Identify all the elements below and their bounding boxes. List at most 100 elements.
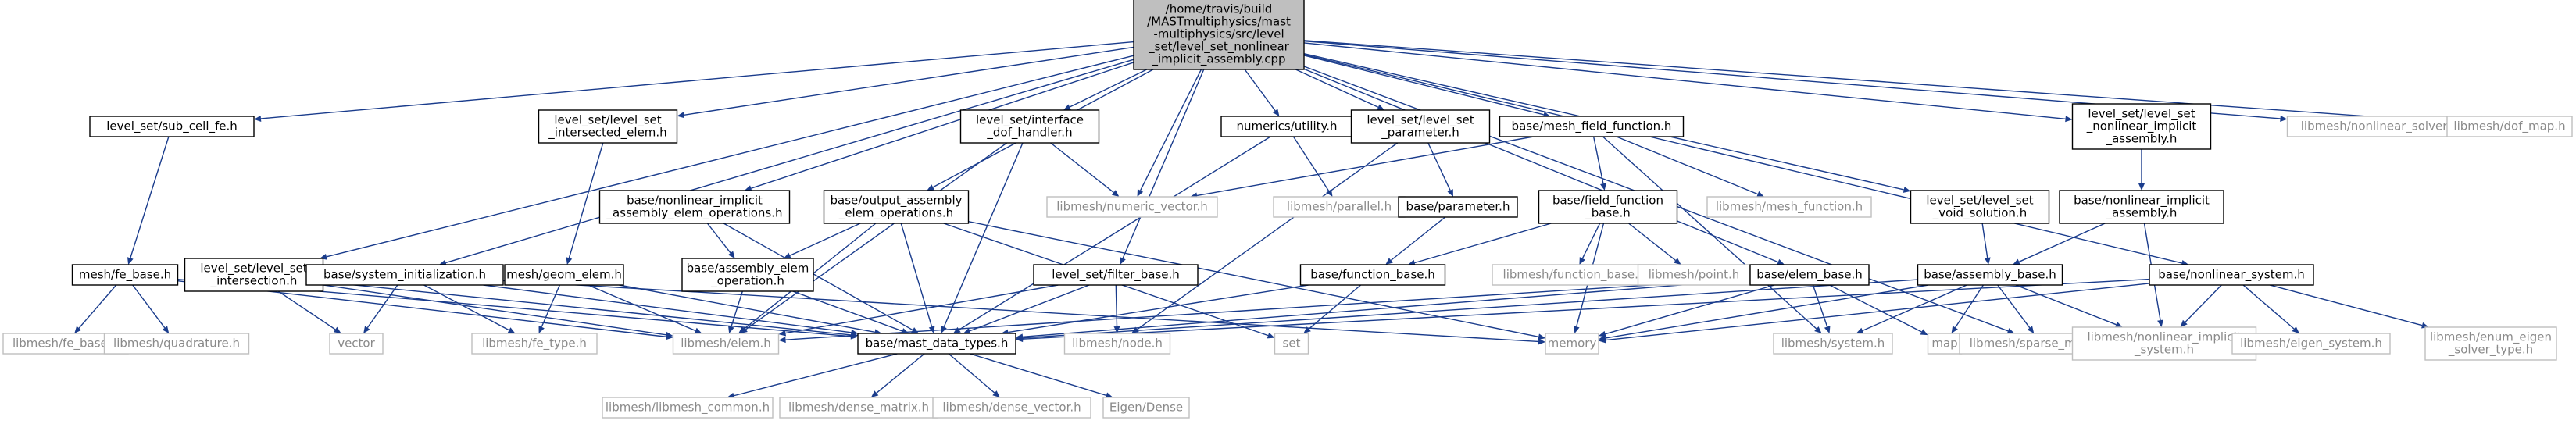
edge-fe-base-to-quadrature <box>132 284 170 333</box>
edge-arrowhead <box>2065 116 2073 123</box>
node-dense-vector: libmesh/dense_vector.h <box>932 397 1091 419</box>
node-root[interactable]: /home/travis/build/MASTmultiphysics/mast… <box>1133 0 1305 70</box>
node-sub-cell-fe[interactable]: level_set/sub_cell_fe.h <box>89 116 255 137</box>
node-filter-base[interactable]: level_set/filter_base.h <box>1033 264 1199 286</box>
edge-line <box>2185 284 2222 323</box>
node-box <box>2071 103 2212 150</box>
node-enum-eigen: libmesh/enum_eigen_solver_type.h <box>2424 326 2557 361</box>
edge-mesh-field-function-to-field-function-base <box>1592 136 1606 191</box>
node-box <box>2424 326 2557 361</box>
edge-assembly-base-to-nonlinear-implicit-system <box>2015 284 2123 328</box>
edge-line <box>1602 136 1817 330</box>
node-ls-intersection[interactable]: level_set/level_set_intersection.h <box>184 258 324 292</box>
edge-field-function-base-to-function-base-lm <box>1579 223 1601 265</box>
edge-arrowhead <box>74 326 82 333</box>
node-box <box>305 264 504 286</box>
edge-root-to-mesh-field-function <box>1303 55 1551 118</box>
node-numerics-utility[interactable]: numerics/utility.h <box>1220 116 1353 137</box>
node-label: libmesh/system.h <box>1781 337 1885 351</box>
edge-arrowhead <box>992 390 1000 397</box>
edge-line <box>1295 69 1379 108</box>
node-nonlinear-elem-ops[interactable]: base/nonlinear_implicit_assembly_elem_op… <box>598 190 791 224</box>
edge-line <box>969 284 1090 332</box>
node-label: base/mast_data_types.h <box>866 337 1009 351</box>
edge-interface-dof-to-mast-data-types <box>941 142 1024 333</box>
node-label: set <box>1283 337 1301 351</box>
node-label: _dof_handler.h <box>986 126 1072 141</box>
edge-mesh-field-function-to-mesh-function <box>1616 136 1765 198</box>
node-label: _intersected_elem.h <box>548 126 666 141</box>
node-ls-nonlinear-assembly[interactable]: level_set/level_set_nonlinear_implicit_a… <box>2071 103 2212 150</box>
edge-nonlinear-system-to-eigen-system <box>2242 284 2299 333</box>
edge-system-init-to-memory <box>502 280 1545 345</box>
edge-arrowhead <box>1111 190 1120 197</box>
node-nonlinear-system[interactable]: base/nonlinear_system.h <box>2149 264 2314 286</box>
edge-line <box>948 353 995 394</box>
edge-arrowhead <box>850 329 859 336</box>
edge-ls-intersection-to-vector <box>277 290 341 333</box>
edge-ls-parameter-to-parameter <box>1427 142 1453 197</box>
node-ls-parameter[interactable]: level_set/level_set_parameter.h <box>1350 109 1491 144</box>
edge-line <box>1581 223 1601 259</box>
node-assembly-elem-op[interactable]: base/assembly_elem_operation.h <box>681 258 814 292</box>
node-label: libmesh/dof_map.h <box>2453 119 2565 134</box>
node-nonlinear-implicit-assembly[interactable]: base/nonlinear_implicit_assembly.h <box>2059 190 2224 224</box>
node-label: level_set/level_set <box>200 262 307 276</box>
node-label: _solver_type.h <box>2448 343 2533 358</box>
node-label: Eigen/Dense <box>1109 401 1183 415</box>
node-output-assembly-ops[interactable]: base/output_assembly_elem_operations.h <box>823 190 970 224</box>
edge-line <box>734 353 898 397</box>
node-box <box>538 109 678 144</box>
edge-root-to-ls-parameter <box>1295 69 1385 110</box>
node-label: base/mesh_field_function.h <box>1512 119 1672 134</box>
node-system-init[interactable]: base/system_initialization.h <box>305 264 504 286</box>
edge-fe-base-to-fe-base-lm <box>74 284 117 333</box>
node-label: libmesh/elem.h <box>681 337 771 351</box>
node-elem-base[interactable]: base/elem_base.h <box>1749 264 1870 286</box>
edge-line <box>1954 284 1985 328</box>
edge-mast-data-types-to-eigen-dense <box>970 353 1113 399</box>
node-function-base[interactable]: base/function_base.h <box>1299 264 1446 286</box>
edge-mesh-field-function-to-system-lm <box>1602 136 1822 333</box>
edge-nonlinear-system-to-nonlinear-implicit-system <box>2180 284 2222 327</box>
edge-root-to-ls-intersection <box>320 55 1134 260</box>
edge-root-to-elem-base <box>1303 68 1785 265</box>
edge-arrowhead <box>870 390 879 397</box>
node-box <box>2059 190 2224 224</box>
edge-root-to-ls-nonlinear-assembly <box>1303 42 2073 123</box>
edge-line <box>277 290 336 330</box>
node-assembly-base[interactable]: base/assembly_base.h <box>1917 264 2063 286</box>
node-fe-base[interactable]: mesh/fe_base.h <box>71 264 179 286</box>
edge-line <box>260 41 1134 119</box>
node-geom-elem[interactable]: mesh/geom_elem.h <box>504 264 624 286</box>
node-intersected-elem[interactable]: level_set/level_set_intersected_elem.h <box>538 109 678 144</box>
edge-nonlinear-implicit-assembly-to-assembly-base <box>2012 223 2106 265</box>
edge-output-assembly-ops-to-mast-data-types <box>900 223 935 333</box>
node-box <box>1350 109 1491 144</box>
edge-line <box>1022 279 1918 339</box>
edge-function-base-to-set <box>1303 284 1362 333</box>
edge-line <box>588 284 696 332</box>
edge-numerics-utility-to-parallel <box>1292 136 1333 197</box>
node-label: base/system_initialization.h <box>323 268 486 283</box>
node-label: /home/travis/build <box>1166 2 1273 16</box>
edge-line <box>731 290 743 327</box>
node-mesh-field-function[interactable]: base/mesh_field_function.h <box>1499 116 1685 137</box>
node-interface-dof[interactable]: level_set/interface_dof_handler.h <box>959 109 1100 144</box>
edge-line <box>1137 142 1399 330</box>
node-label: libmesh/fe_base.h <box>13 337 119 351</box>
node-box <box>1910 190 2050 224</box>
node-memory: memory <box>1545 333 1599 355</box>
node-label: level_set/level_set <box>2088 107 2195 122</box>
edge-line <box>1427 142 1451 191</box>
node-mast-data-types[interactable]: base/mast_data_types.h <box>857 333 1016 355</box>
edge-arrowhead <box>1777 258 1785 265</box>
edge-line <box>1292 136 1330 191</box>
edge-line <box>132 284 166 329</box>
edge-arrowhead <box>254 115 262 122</box>
node-label: libmesh/parallel.h <box>1287 200 1392 214</box>
node-field-function-base[interactable]: base/field_function_base.h <box>1538 190 1678 224</box>
node-ls-void-solution[interactable]: level_set/level_set_void_solution.h <box>1910 190 2050 224</box>
node-parameter[interactable]: base/parameter.h <box>1398 196 1518 218</box>
edge-arrowhead <box>727 251 735 258</box>
